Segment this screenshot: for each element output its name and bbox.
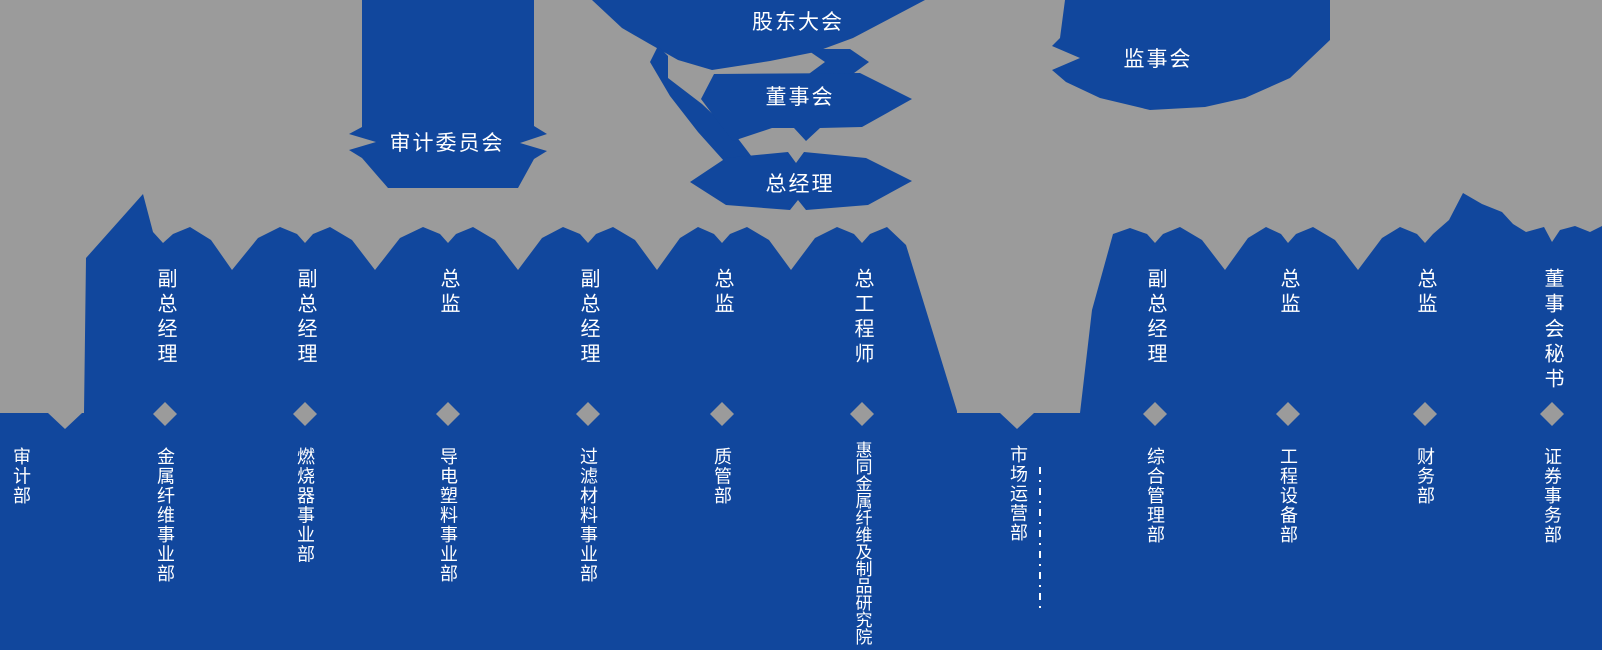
role-label: 副总经理	[1144, 268, 1166, 368]
department-label: 过滤材料事业部	[578, 447, 598, 584]
general-manager-label: 总经理	[765, 173, 835, 196]
role-label: 总工程师	[851, 268, 873, 368]
diamond-icon	[1276, 402, 1300, 426]
diamond-icon	[850, 402, 874, 426]
general-manager-shape	[690, 152, 912, 210]
diamond-icon	[293, 402, 317, 426]
diamond-icon	[710, 402, 734, 426]
role-label: 总监	[711, 268, 733, 318]
board-shape	[701, 73, 912, 141]
supervisory-board-label: 监事会	[1123, 48, 1193, 71]
shareholders-meeting-label: 股东大会	[752, 11, 844, 34]
department-label: 惠同金属纤维及制品研究院	[852, 441, 872, 645]
diamond-separators	[153, 402, 1564, 426]
role-label: 副总经理	[577, 268, 599, 368]
role-label: 总监	[437, 268, 459, 318]
department-label: 财务部	[1415, 447, 1435, 506]
diamond-icon	[1540, 402, 1564, 426]
diamond-icon	[1143, 402, 1167, 426]
audit-committee-shape	[349, 0, 547, 188]
department-label: 市场运营部	[1008, 445, 1028, 543]
board-of-directors-label: 董事会	[765, 86, 835, 109]
diamond-icon	[153, 402, 177, 426]
department-label: 燃烧器事业部	[295, 447, 315, 564]
audit-committee-label: 审计委员会	[389, 132, 505, 155]
role-label: 总监	[1277, 268, 1299, 318]
department-label: 质管部	[712, 447, 732, 506]
role-label: 副总经理	[154, 268, 176, 368]
diamond-icon	[1413, 402, 1437, 426]
role-label: 总监	[1414, 268, 1436, 318]
department-label: 工程设备部	[1278, 447, 1298, 545]
connector-chevron-shape	[806, 49, 869, 76]
shareholders-shape	[592, 0, 925, 70]
role-label: 副总经理	[294, 268, 316, 368]
supervisory-board-shape	[1052, 0, 1330, 110]
department-label: 综合管理部	[1145, 447, 1165, 545]
department-label: 证券事务部	[1542, 447, 1562, 545]
department-label: 导电塑料事业部	[438, 447, 458, 584]
role-label: 董事会秘书	[1541, 268, 1563, 393]
department-label: 金属纤维事业部	[155, 447, 175, 584]
diamond-icon	[576, 402, 600, 426]
diamond-icon	[436, 402, 460, 426]
org-band-shape	[0, 193, 1602, 650]
department-label: 审计部	[11, 447, 31, 506]
